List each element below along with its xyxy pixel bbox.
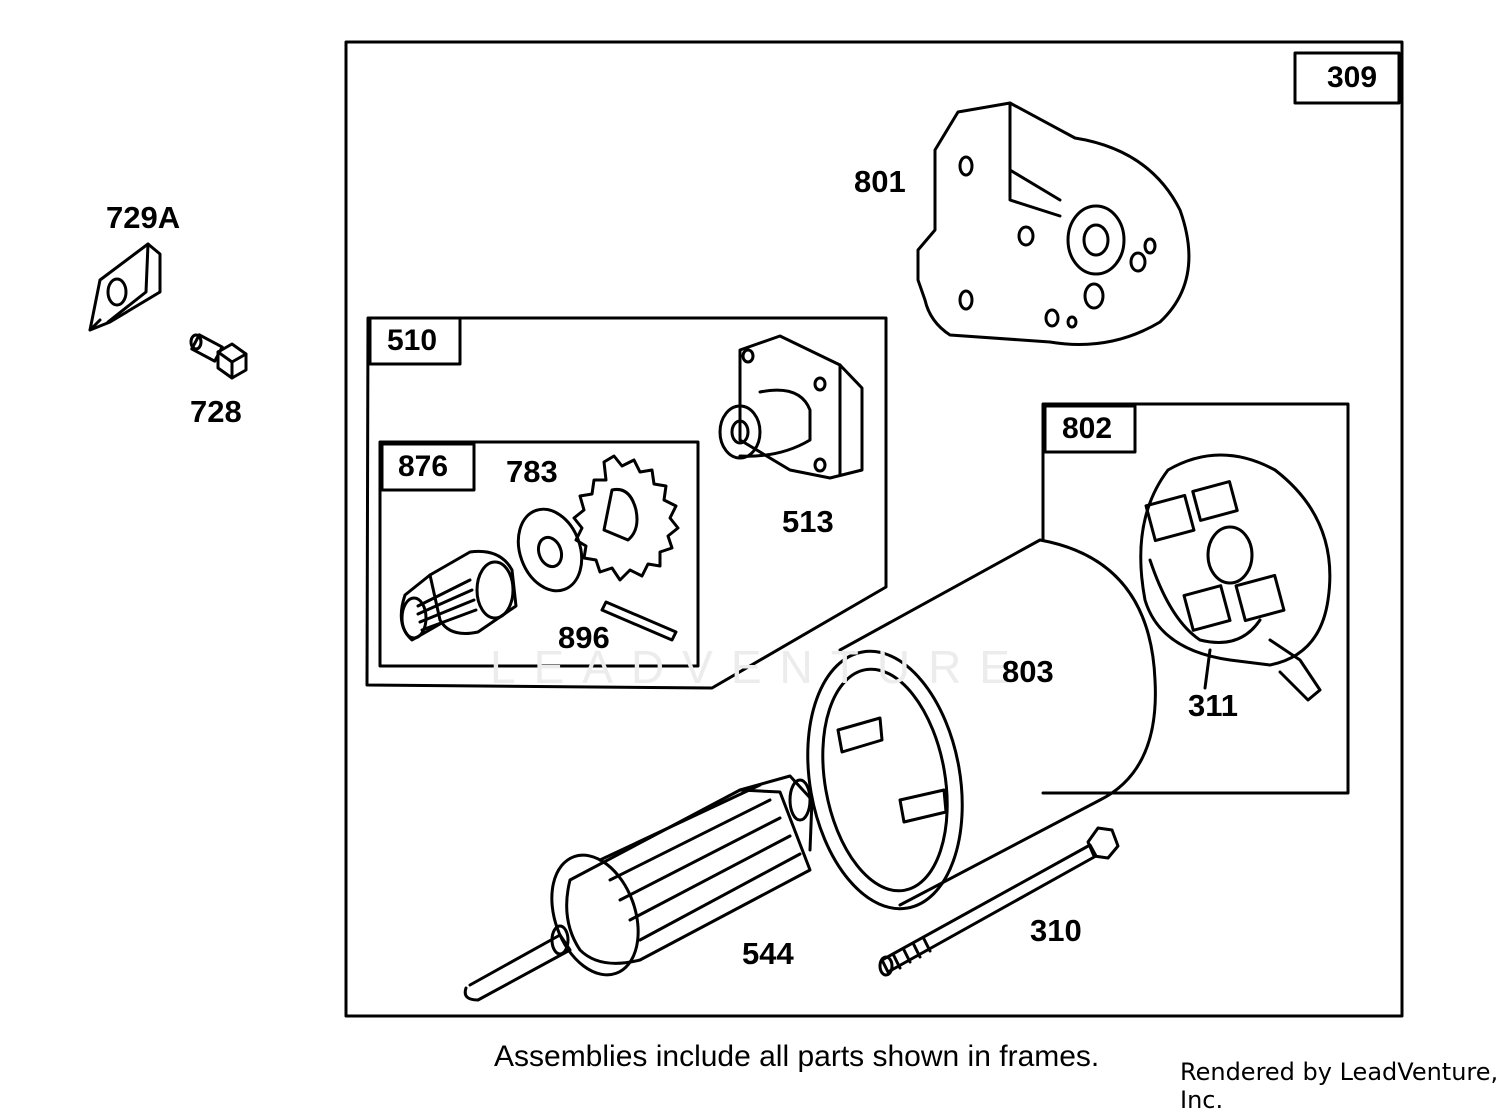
bolt-728-drawing (189, 333, 248, 380)
callout-513: 513 (782, 504, 834, 539)
frame-309-label-box (1293, 51, 1401, 105)
clutch-drawing (399, 549, 518, 642)
rendered-by-credit: Rendered by LeadVenture, Inc. (1180, 1058, 1499, 1114)
frame-802-label-box (1043, 404, 1137, 454)
frame-label-802: 802 (1062, 412, 1113, 445)
assemblies-note: Assemblies include all parts shown in fr… (494, 1040, 1100, 1073)
callout-803: 803 (1002, 654, 1054, 689)
pinion-gear-783-drawing (572, 454, 680, 582)
end-cap-801-drawing (916, 101, 1191, 346)
callout-310: 310 (1030, 913, 1082, 948)
callout-801: 801 (854, 164, 906, 199)
callout-783: 783 (506, 454, 558, 489)
frame-309 (344, 40, 1404, 1018)
washer-drawing (516, 507, 584, 593)
frame-802 (1041, 402, 1350, 795)
frame-876-label-box (380, 442, 476, 492)
frame-label-510: 510 (387, 324, 438, 357)
callout-728: 728 (190, 394, 242, 429)
callout-544: 544 (742, 936, 794, 971)
frame-label-309: 309 (1327, 61, 1378, 94)
through-bolt-310-drawing (878, 826, 1120, 977)
armature-544-drawing (463, 774, 814, 1002)
callout-311: 311 (1188, 688, 1239, 723)
pin-896-drawing (600, 600, 678, 642)
callout-729a: 729A (106, 200, 181, 235)
watermark: LEADVENTURE (490, 641, 1028, 693)
callout-896: 896 (558, 620, 610, 655)
housing-803-drawing (806, 538, 1157, 911)
frame-510-label-box (368, 316, 462, 366)
frame-510 (365, 316, 888, 690)
frame-label-876: 876 (398, 450, 449, 483)
brush-plate-802-drawing (1139, 453, 1332, 702)
frame-876 (378, 440, 700, 668)
bracket-729a-drawing (88, 242, 162, 332)
drive-end-513-drawing (718, 334, 864, 480)
